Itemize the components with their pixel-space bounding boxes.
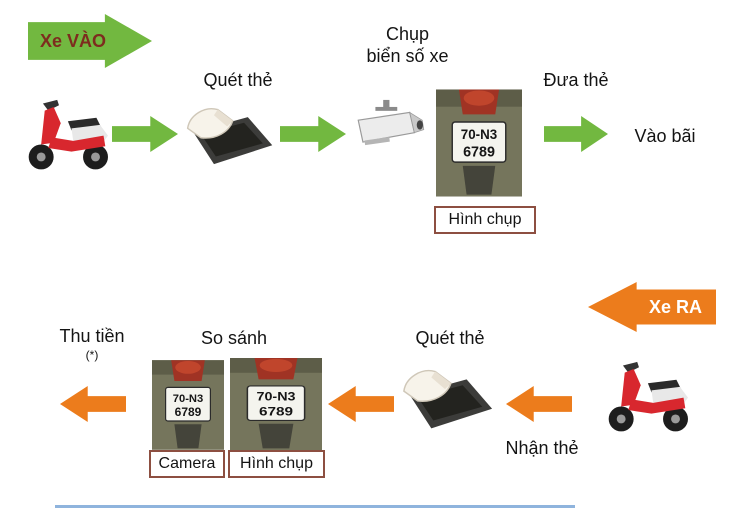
plate-line2-text: 6789 xyxy=(175,405,202,419)
exit-collect-money-label: Thu tiền (*) xyxy=(42,326,142,362)
entry-capture-line2: biển số xe xyxy=(366,45,449,66)
entry-arrow-3-icon xyxy=(544,116,608,152)
entry-photo-caption-box: Hình chụp xyxy=(434,206,536,234)
exit-compare-label: So sánh xyxy=(200,328,268,348)
exit-arrow-2-icon xyxy=(328,386,394,422)
exit-collect-money-text: Thu tiền xyxy=(59,326,125,346)
exit-camera-caption-box: Camera xyxy=(149,450,225,478)
exit-arrow-3-icon xyxy=(60,386,126,422)
exit-receive-card-label: Nhận thẻ xyxy=(505,438,579,458)
plate-line2-text: 6789 xyxy=(463,144,495,160)
exit-banner-arrow: Xe RA xyxy=(588,282,716,332)
plate-line1-text: 70-N3 xyxy=(461,127,497,142)
exit-photo-caption: Hình chụp xyxy=(240,455,313,472)
entry-photo-caption: Hình chụp xyxy=(448,211,522,228)
entry-hand-card-label: Đưa thẻ xyxy=(543,70,609,90)
plate-line1-text: 70-N3 xyxy=(173,393,203,405)
license-plate-photo-entry: 70-N3 6789 xyxy=(436,86,522,200)
entry-arrow-2-icon xyxy=(280,116,346,152)
exit-collect-money-note: (*) xyxy=(85,347,99,362)
exit-banner-label: Xe RA xyxy=(648,296,702,317)
cctv-camera-icon xyxy=(352,96,430,160)
bottom-decorative-line xyxy=(55,505,575,508)
motorbike-exit-icon xyxy=(598,350,696,438)
motorbike-entry-icon xyxy=(18,90,116,174)
entry-banner-label: Xe VÀO xyxy=(40,30,107,51)
entry-banner-arrow: Xe VÀO xyxy=(28,14,152,68)
exit-camera-caption: Camera xyxy=(158,455,216,472)
entry-capture-label: Chụp biển số xe xyxy=(350,24,465,67)
license-plate-photo-camera: 70-N3 6789 xyxy=(152,360,224,450)
plate-line2-text: 6789 xyxy=(259,404,293,418)
exit-photo-caption-box: Hình chụp xyxy=(228,450,325,478)
entry-scan-card-label: Quét thẻ xyxy=(203,70,273,90)
license-plate-photo-exit: 70-N3 6789 xyxy=(230,358,322,450)
entry-destination-label: Vào bãi xyxy=(634,126,696,146)
entry-arrow-1-icon xyxy=(112,116,178,152)
plate-line1-text: 70-N3 xyxy=(257,390,296,403)
card-reader-exit-icon xyxy=(398,360,496,434)
card-reader-entry-icon xyxy=(182,100,276,168)
exit-scan-card-label: Quét thẻ xyxy=(415,328,485,348)
exit-arrow-1-icon xyxy=(506,386,572,422)
entry-capture-line1: Chụp xyxy=(385,24,430,44)
